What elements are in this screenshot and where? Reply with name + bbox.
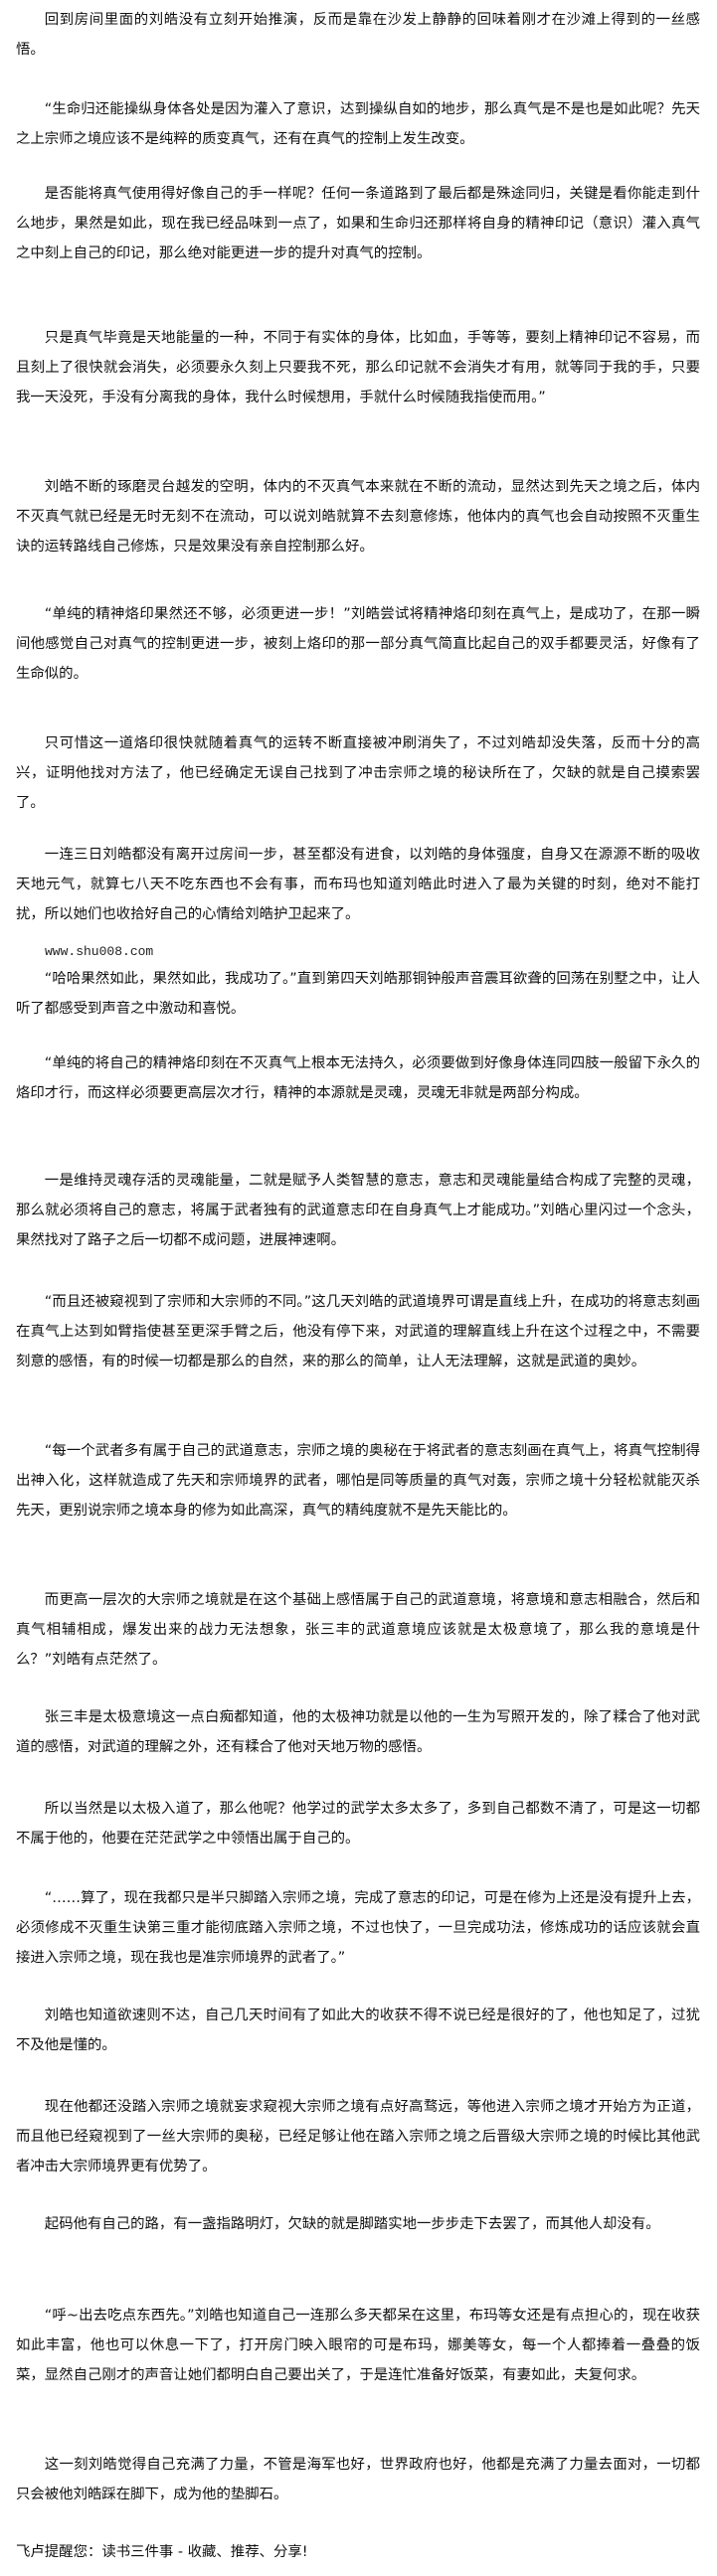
paragraph: 是否能将真气使用得好像自己的手一样呢？任何一条道路到了最后都是殊途同归，关键是看… <box>16 186 700 261</box>
paragraph: 回到房间里面的刘皓没有立刻开始推演，反而是靠在沙发上静静的回味着刚才在沙滩上得到… <box>16 12 700 58</box>
paragraph: “呼~出去吃点东西先。”刘皓也知道自己一连那么多天都呆在这里，布玛等女还是有点担… <box>16 2308 700 2383</box>
paragraph: “单纯的将自己的精神烙印刻在不灭真气上根本无法持久，必须要做到好像身体连同四肢一… <box>16 1055 700 1101</box>
paragraph: 一是维持灵魂存活的灵魂能量，二就是赋予人类智慧的意志，意志和灵魂能量结合构成了完… <box>16 1173 700 1248</box>
paragraph: “而且还被窥视到了宗师和大宗师的不同。”这几天刘皓的武道境界可谓是直线上升，在成… <box>16 1294 700 1369</box>
paragraph: 而更高一层次的大宗师之境就是在这个基础上感悟属于自己的武道意境，将意境和意志相融… <box>16 1592 700 1668</box>
paragraph: 起码他有自己的路，有一盏指路明灯，欠缺的就是脚踏实地一步步走下去罢了，而其他人却… <box>44 2216 660 2232</box>
paragraph: “每一个武者多有属于自己的武道意志，宗师之境的奥秘在于将武者的意志刻画在真气上，… <box>16 1443 700 1519</box>
paragraph: 刘皓不断的琢磨灵台越发的空明，体内的不灭真气本来就在不断的流动，显然达到先天之境… <box>16 479 700 555</box>
footer-reminder: 飞卢提醒您：读书三件事 - 收藏、推荐、分享! <box>16 2544 308 2560</box>
paragraph: 现在他都还没踏入宗师之境就妄求窥视大宗师之境有点好高骛远，等他进入宗师之境才开始… <box>16 2099 700 2174</box>
paragraph: 只可惜这一道烙印很快就随着真气的运转不断直接被冲刷消失了，不过刘皓却没失落，反而… <box>16 735 700 811</box>
paragraph: 刘皓也知道欲速则不达，自己几天时间有了如此大的收获不得不说已经是很好的了，他也知… <box>16 2008 700 2053</box>
paragraph: 只是真气毕竟是天地能量的一种，不同于有实体的身体，比如血，手等等，要刻上精神印记… <box>16 330 700 405</box>
paragraph: 张三丰是太极意境这一点白痴都知道，他的太极神功就是以他的一生为写照开发的，除了糅… <box>16 1709 700 1755</box>
paragraph: “哈哈果然如此，果然如此，我成功了。”直到第四天刘皓那铜钟般声音震耳欲聋的回荡在… <box>16 971 700 1017</box>
watermark-url: www.shu008.com <box>45 944 154 959</box>
paragraph: “……算了，现在我都只是半只脚踏入宗师之境，完成了意志的印记，可是在修为上还是没… <box>16 1890 700 1966</box>
paragraph: “生命归还能操纵身体各处是因为灌入了意识，达到操纵自如的地步，那么真气是不是也是… <box>16 101 700 147</box>
paragraph: 所以当然是以太极入道了，那么他呢？他学过的武学太多太多了，多到自己都数不清了，可… <box>16 1801 700 1847</box>
paragraph: 这一刻刘皓觉得自己充满了力量，不管是海军也好，世界政府也好，他都是充满了力量去面… <box>16 2457 700 2502</box>
paragraph: 一连三日刘皓都没有离开过房间一步，甚至都没有进食，以刘皓的身体强度，自身又在源源… <box>16 847 700 922</box>
paragraph: “单纯的精神烙印果然还不够，必须更进一步！”刘皓尝试将精神烙印刻在真气上，是成功… <box>16 606 700 682</box>
